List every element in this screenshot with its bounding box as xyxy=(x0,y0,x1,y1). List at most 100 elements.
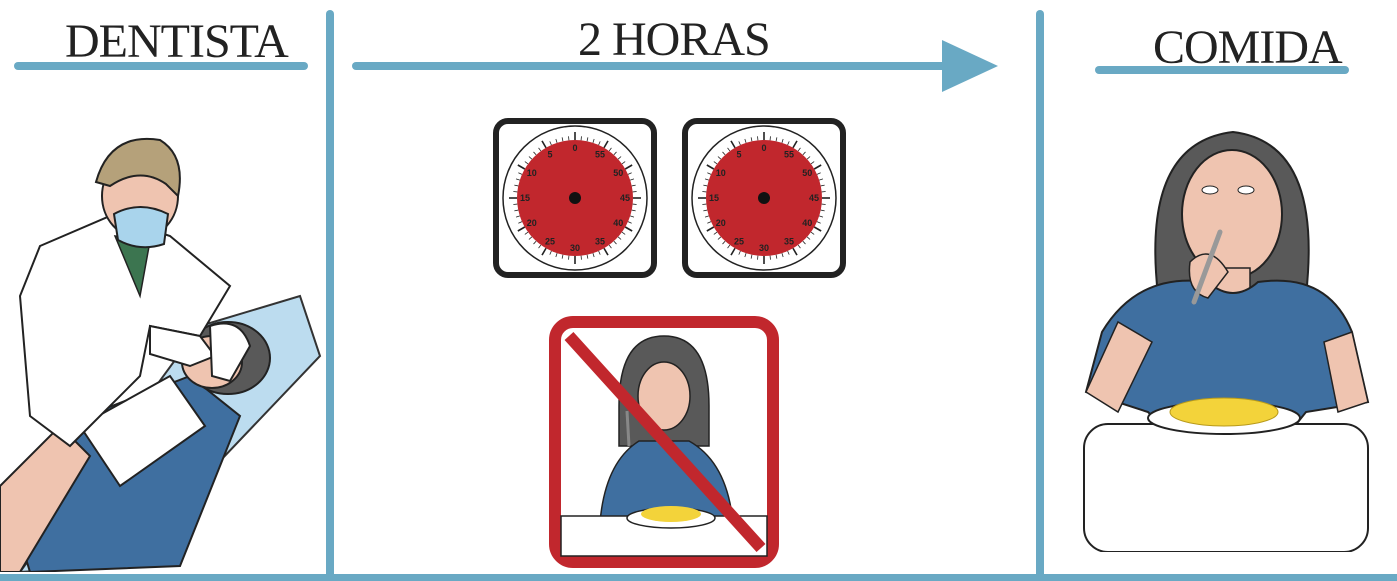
timer-tick xyxy=(704,215,709,218)
timer-tick xyxy=(787,250,790,255)
timer-tick xyxy=(621,231,626,235)
timer-tick xyxy=(775,137,778,142)
timer-tick xyxy=(541,247,547,256)
timer-tick xyxy=(781,253,784,258)
timer-label: 55 xyxy=(595,150,605,160)
timer-label: 45 xyxy=(809,193,819,203)
timer-label: 50 xyxy=(613,168,623,178)
timer-label: 30 xyxy=(570,243,580,253)
timer-tick xyxy=(738,250,741,255)
timer-tick xyxy=(517,164,526,170)
timer-tick xyxy=(538,147,542,152)
timer-label: 5 xyxy=(547,150,552,160)
timer-tick xyxy=(514,209,519,212)
timer-label: 10 xyxy=(527,168,537,178)
timer-tick xyxy=(624,164,633,170)
timer-label: 15 xyxy=(709,193,719,203)
timer-label: 40 xyxy=(802,218,812,228)
timer-tick xyxy=(727,147,731,152)
timer-tick xyxy=(524,231,529,235)
timer-tick xyxy=(819,178,824,181)
timer-tick xyxy=(630,215,635,218)
timer-tick xyxy=(781,138,784,143)
timer-label: 25 xyxy=(545,236,555,246)
timer-tick xyxy=(797,244,801,249)
timer-tick xyxy=(806,236,811,240)
timer-tick xyxy=(787,141,790,146)
timer-label: 40 xyxy=(613,218,623,228)
timer-tick xyxy=(608,147,612,152)
timer-tick xyxy=(730,140,736,149)
timer-tick xyxy=(518,221,523,224)
timer-tick xyxy=(744,253,747,258)
timer-tick xyxy=(515,178,520,181)
timer-tick xyxy=(810,161,815,165)
timer-tick xyxy=(744,138,747,143)
wait-title: 2 HORAS xyxy=(578,13,771,66)
timer-tick xyxy=(802,151,806,156)
timer-tick xyxy=(608,244,612,249)
timer-tick xyxy=(549,141,552,146)
timer-label: 10 xyxy=(716,168,726,178)
timer-tick xyxy=(617,236,622,240)
timer-tick xyxy=(713,231,718,235)
timer-tick xyxy=(592,138,595,143)
timer-tick xyxy=(706,164,715,170)
timer-tick xyxy=(603,140,609,149)
timer-label: 0 xyxy=(572,143,577,153)
timer-tick xyxy=(621,161,626,165)
timer-tick xyxy=(631,209,636,212)
timer-label: 45 xyxy=(620,193,630,203)
meal-underline xyxy=(1095,66,1349,74)
no-eating-illustration xyxy=(549,316,779,568)
timer-tick xyxy=(750,254,753,259)
timer-tick xyxy=(528,236,533,240)
timer-tick xyxy=(541,140,547,149)
timer-tick xyxy=(627,172,632,175)
timer-tick xyxy=(518,172,523,175)
timer-label: 20 xyxy=(716,218,726,228)
timer-tick xyxy=(806,156,811,160)
timer-tick xyxy=(631,184,636,187)
timer-tick xyxy=(792,140,798,149)
timer-label: 35 xyxy=(595,236,605,246)
timer-tick xyxy=(613,240,617,245)
timer-tick xyxy=(533,240,537,245)
timer-label: 55 xyxy=(784,150,794,160)
meal-title: COMIDA xyxy=(1153,21,1343,74)
timer-tick xyxy=(717,156,722,160)
dentist-illustration xyxy=(0,137,322,572)
timer-tick xyxy=(561,254,564,259)
timer-label: 30 xyxy=(759,243,769,253)
timer-tick xyxy=(703,209,708,212)
timer-tick xyxy=(555,138,558,143)
timer-tick xyxy=(538,244,542,249)
timer-tick xyxy=(703,184,708,187)
timer-tick xyxy=(592,253,595,258)
timer-tick xyxy=(802,240,806,245)
timer-tick xyxy=(603,247,609,256)
timer-tick xyxy=(617,156,622,160)
timer-tick xyxy=(820,209,825,212)
timer-tick xyxy=(792,247,798,256)
timer-label: 15 xyxy=(520,193,530,203)
timer-tick xyxy=(713,161,718,165)
timer-tick xyxy=(810,231,815,235)
timer-tick xyxy=(820,184,825,187)
timer-tick xyxy=(730,247,736,256)
timer-tick xyxy=(517,226,526,232)
timer-tick xyxy=(813,226,822,232)
timer-tick xyxy=(515,215,520,218)
timer-tick xyxy=(816,221,821,224)
timer-tick xyxy=(722,151,726,156)
timer-tick xyxy=(707,221,712,224)
timer-tick xyxy=(717,236,722,240)
timer-tick xyxy=(819,215,824,218)
timer-tick xyxy=(533,151,537,156)
timer-tick xyxy=(549,250,552,255)
timer-tick xyxy=(598,250,601,255)
timer-label: 25 xyxy=(734,236,744,246)
timer-tick xyxy=(750,137,753,142)
timer-tick xyxy=(528,156,533,160)
